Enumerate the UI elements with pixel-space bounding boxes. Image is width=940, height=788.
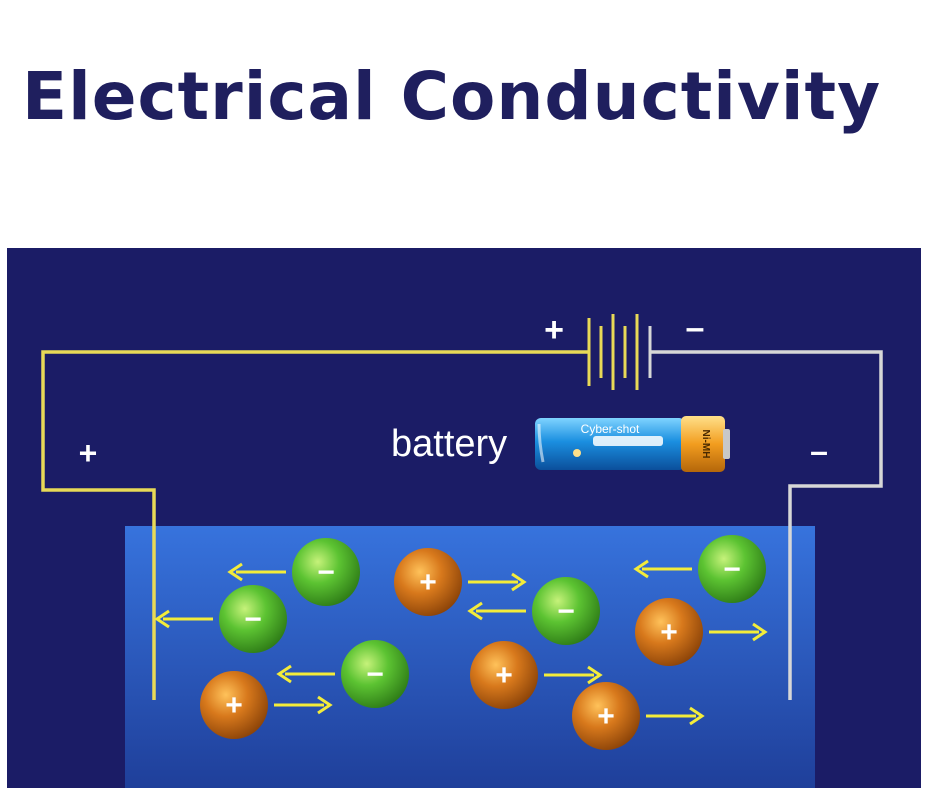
negative-wire bbox=[650, 350, 883, 700]
ions-layer: − − − − − + + + + + bbox=[154, 535, 768, 750]
battery-label: battery bbox=[391, 423, 507, 465]
cation-ion: + bbox=[572, 682, 640, 750]
ion-charge-label: + bbox=[597, 700, 615, 733]
cation-ion: + bbox=[470, 641, 538, 709]
conductivity-diagram: + – battery Cyber-shot Ni-MH + – − − − − − + +… bbox=[7, 248, 921, 788]
anion-ion: − bbox=[532, 577, 600, 645]
anion-ion: − bbox=[219, 585, 287, 653]
anion-ion: − bbox=[292, 538, 360, 606]
cation-ion: + bbox=[200, 671, 268, 739]
ion-charge-label: − bbox=[366, 658, 384, 691]
page-title: Electrical Conductivity bbox=[22, 58, 882, 135]
anion-ion: − bbox=[341, 640, 409, 708]
anion-arrow-left bbox=[154, 609, 213, 629]
cation-arrow-right bbox=[709, 622, 768, 642]
cation-arrow-right bbox=[544, 665, 603, 685]
ion-charge-label: + bbox=[660, 616, 678, 649]
battery-type-text: Ni-MH bbox=[700, 430, 711, 459]
anion-arrow-left bbox=[633, 559, 692, 579]
cation-arrow-right bbox=[468, 572, 527, 592]
positive-wire bbox=[41, 350, 589, 700]
anion-arrow-left bbox=[467, 601, 526, 621]
battery-cell-image: Cyber-shot Ni-MH bbox=[535, 416, 730, 472]
right-electrode-negative-sign: – bbox=[810, 433, 828, 469]
cation-ion: + bbox=[635, 598, 703, 666]
battery-positive-sign: + bbox=[544, 311, 564, 349]
ion-charge-label: − bbox=[244, 603, 262, 636]
anion-arrow-left bbox=[276, 664, 335, 684]
left-electrode-positive-sign: + bbox=[79, 435, 98, 471]
ion-charge-label: − bbox=[557, 595, 575, 628]
battery-symbol bbox=[587, 314, 652, 390]
cation-arrow-right bbox=[274, 695, 333, 715]
cation-arrow-right bbox=[646, 706, 705, 726]
ion-charge-label: + bbox=[225, 689, 243, 722]
ion-charge-label: + bbox=[495, 659, 513, 692]
cation-ion: + bbox=[394, 548, 462, 616]
ion-charge-label: + bbox=[419, 566, 437, 599]
ion-charge-label: − bbox=[723, 553, 741, 586]
battery-negative-sign: – bbox=[686, 309, 705, 347]
battery-brand-text: Cyber-shot bbox=[581, 422, 640, 436]
ion-charge-label: − bbox=[317, 556, 335, 589]
anion-ion: − bbox=[698, 535, 766, 603]
anion-arrow-left bbox=[227, 562, 286, 582]
